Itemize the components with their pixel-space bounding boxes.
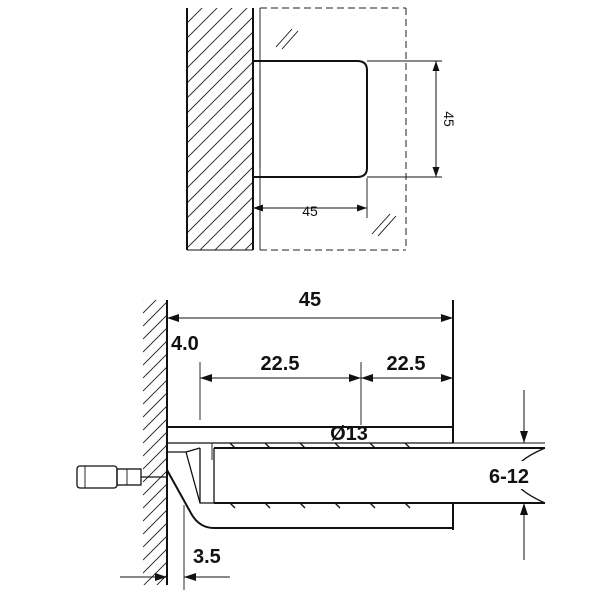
top-clamp-body: [253, 60, 368, 178]
mounting-screw: [76, 465, 167, 489]
overall-width-dimension: 45: [166, 289, 453, 322]
hatch-line: [244, 241, 253, 250]
hatch-line: [143, 548, 167, 574]
hatch-line: [187, 106, 253, 174]
gasket-rib: [264, 502, 271, 509]
gasket-rib: [299, 442, 306, 449]
hatch-line: [143, 496, 167, 522]
hatch-line: [214, 211, 253, 250]
gasket-rib: [299, 502, 306, 509]
hatch-line: [143, 340, 167, 366]
hatch-line: [187, 121, 253, 189]
hatch-line: [143, 444, 167, 470]
hatch-line: [187, 31, 253, 99]
hatch-line: [187, 151, 253, 219]
gasket-rib: [264, 442, 271, 449]
top-height-label: 45: [441, 111, 457, 127]
hatch-line: [187, 91, 253, 159]
hatch-line: [143, 522, 167, 548]
top-height-dimension: 45: [432, 61, 457, 177]
side-view: 45 4.0 22.5 22.5 Ø13 6-12: [76, 289, 547, 590]
hatch-line: [143, 431, 167, 457]
hatch-line: [187, 8, 218, 39]
hatch-line: [143, 405, 167, 431]
gasket-rib: [334, 502, 341, 509]
hatch-line: [143, 457, 167, 483]
hatch-line: [229, 226, 253, 250]
hatch-line: [187, 16, 253, 84]
hatch-line: [187, 166, 253, 234]
hatch-line: [143, 366, 167, 392]
hatch-line: [143, 314, 167, 340]
gasket-rib: [404, 502, 411, 509]
hatch-line: [143, 327, 167, 353]
hatch-line: [187, 61, 253, 129]
top-width-label: 45: [302, 203, 318, 219]
glass-reflection-marks: [275, 28, 397, 237]
hatch-line: [143, 483, 167, 509]
glass-thickness-dimension: 6-12: [453, 390, 547, 560]
gasket-rib: [404, 442, 411, 449]
hatch-line: [187, 76, 253, 144]
hatch-line: [187, 8, 248, 69]
overall-width-label: 45: [299, 289, 321, 311]
top-glass-outline: [259, 7, 407, 251]
hatch-line: [143, 300, 144, 301]
side-wall-hatching: [143, 300, 167, 585]
hatch-line: [143, 535, 167, 561]
hatch-line: [187, 8, 188, 9]
top-width-dimension: 45: [253, 203, 367, 219]
gasket-rib: [229, 442, 236, 449]
hatch-line: [143, 509, 167, 535]
hatch-line: [143, 301, 167, 327]
wall-gap-label: 3.5: [193, 546, 221, 568]
hatch-line: [187, 8, 203, 24]
hatch-line: [187, 8, 233, 54]
hatch-line: [143, 353, 167, 379]
top-view: 45 45: [186, 7, 457, 251]
hatch-line: [187, 136, 253, 204]
half-width-right-label: 22.5: [387, 353, 426, 375]
hatch-line: [143, 418, 167, 444]
gasket-rib: [369, 442, 376, 449]
half-width-dimensions: 22.5 22.5: [200, 353, 453, 425]
hatch-line: [143, 379, 167, 405]
wall-gap-dimension: 3.5: [120, 505, 230, 590]
half-width-left-label: 22.5: [261, 353, 300, 375]
left-offset-label: 4.0: [171, 333, 199, 355]
hatch-line: [143, 470, 167, 496]
gasket-rib: [229, 502, 236, 509]
hatch-line: [143, 392, 167, 418]
hatch-line: [156, 574, 167, 585]
glass-thickness-label: 6-12: [489, 466, 529, 488]
gasket-ribs: [229, 442, 411, 509]
top-wall-hatching: [187, 8, 253, 250]
hatch-line: [199, 196, 253, 250]
hatch-line: [187, 46, 253, 114]
hatch-line: [143, 300, 157, 314]
gasket-rib: [334, 442, 341, 449]
gasket-rib: [369, 502, 376, 509]
side-clamp-body: [166, 300, 454, 530]
bore-diameter-label: Ø13: [330, 423, 368, 445]
hatch-line: [187, 181, 253, 249]
